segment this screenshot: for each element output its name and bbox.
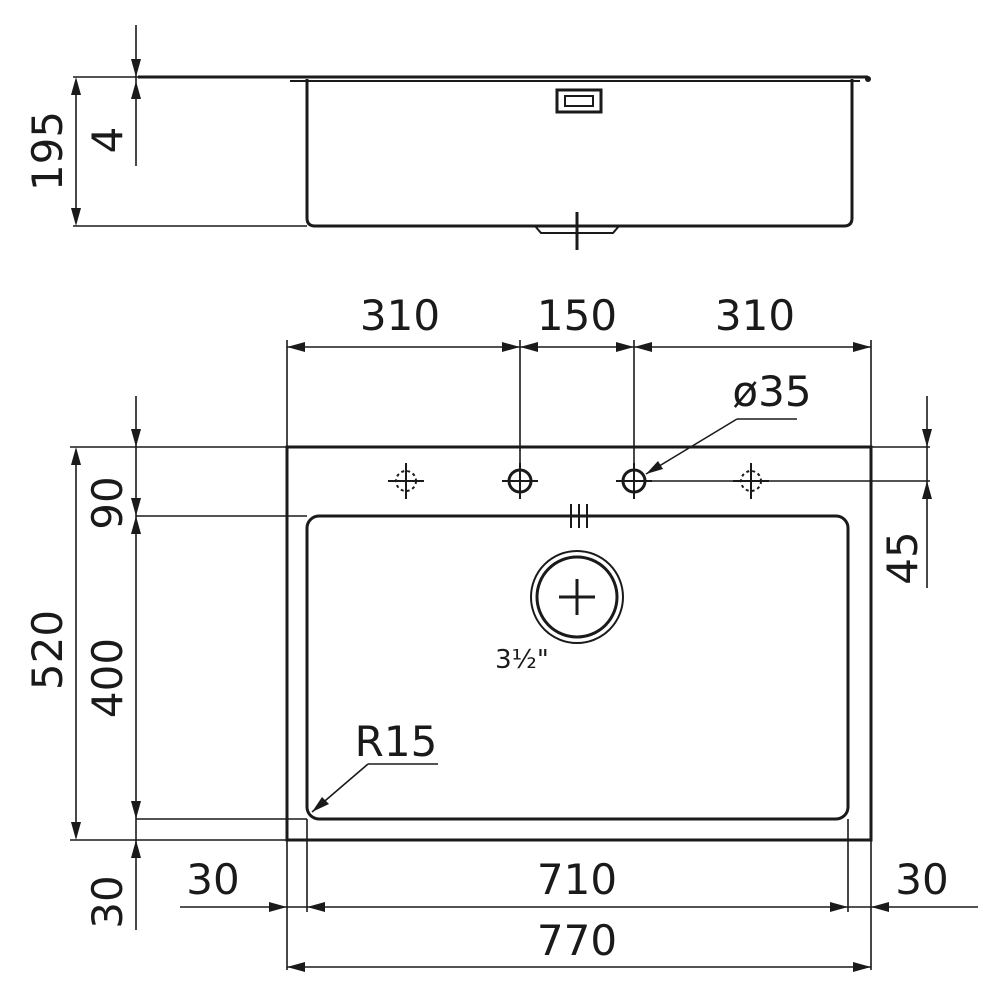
label-150: 150 xyxy=(537,291,617,340)
label-radius: R15 xyxy=(355,717,438,766)
label-30-left: 30 xyxy=(186,855,239,904)
arrow xyxy=(871,902,889,912)
arrow xyxy=(646,461,663,474)
side-view: 195 4 xyxy=(23,25,871,250)
label-90: 90 xyxy=(83,476,132,529)
arrow xyxy=(131,516,141,534)
label-diameter: ø35 xyxy=(732,367,811,416)
overflow-slot-inner xyxy=(564,95,594,107)
arrow xyxy=(853,342,871,352)
arrow xyxy=(131,498,141,516)
arrow xyxy=(71,822,81,840)
arrow xyxy=(71,447,81,465)
sink-outline xyxy=(285,445,873,842)
arrow xyxy=(131,429,141,447)
arrow xyxy=(853,962,871,972)
arrow xyxy=(131,81,141,99)
arrow xyxy=(307,902,325,912)
label-770: 770 xyxy=(537,916,617,965)
arrow xyxy=(71,77,81,95)
arrow xyxy=(71,208,81,226)
arrow xyxy=(131,801,141,819)
arrow xyxy=(287,342,305,352)
tap-hole-marker xyxy=(388,463,424,499)
arrow xyxy=(616,342,634,352)
drain-size-label: 3½" xyxy=(495,645,549,675)
arrow xyxy=(312,797,329,812)
label-195: 195 xyxy=(23,111,72,191)
arrow xyxy=(131,840,141,858)
arrow xyxy=(131,59,141,77)
label-310-left: 310 xyxy=(360,291,440,340)
side-rim-end xyxy=(865,76,871,82)
label-400: 400 xyxy=(83,638,132,718)
center-tick xyxy=(566,504,592,528)
side-bowl-outline xyxy=(305,79,854,228)
label-4: 4 xyxy=(83,127,132,154)
arrow xyxy=(520,342,538,352)
arrow xyxy=(634,342,652,352)
label-45: 45 xyxy=(878,531,927,584)
arrow xyxy=(287,962,305,972)
arrow xyxy=(269,902,287,912)
drain xyxy=(530,550,624,644)
label-30-right: 30 xyxy=(895,855,948,904)
arrow xyxy=(502,342,520,352)
leader-diameter xyxy=(645,418,738,475)
label-710: 710 xyxy=(537,855,617,904)
arrow xyxy=(830,902,848,912)
arrow xyxy=(922,429,932,447)
bowl-outline xyxy=(305,514,850,821)
label-30-front: 30 xyxy=(83,875,132,928)
top-view: 3½" 310 150 310 ø35 45 520 xyxy=(23,291,978,972)
label-310-right: 310 xyxy=(715,291,795,340)
label-520: 520 xyxy=(23,610,72,690)
arrow xyxy=(922,481,932,499)
overflow-slot xyxy=(555,88,603,114)
